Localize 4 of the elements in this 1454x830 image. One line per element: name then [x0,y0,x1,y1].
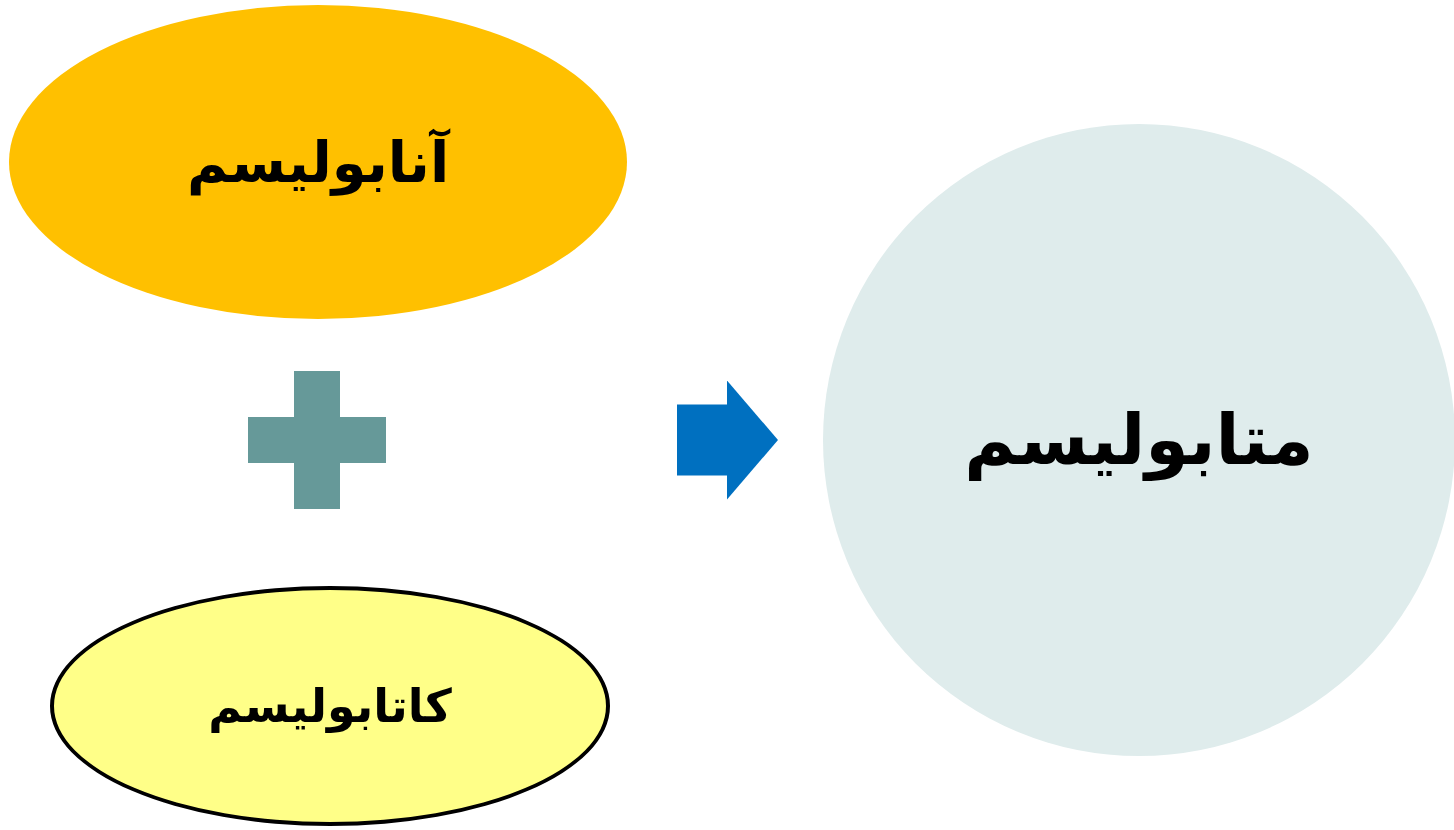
term-label: متابولیسم [964,399,1314,481]
term-label: کاتابولیسم [208,679,452,733]
block-arrow [677,380,778,500]
term-label: آنابولیسم [186,129,450,195]
